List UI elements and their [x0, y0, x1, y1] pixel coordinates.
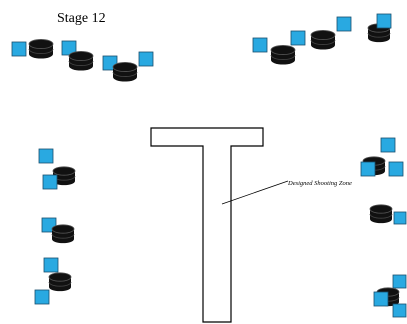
black-drum-icon	[48, 272, 72, 292]
black-drum-icon	[51, 224, 75, 244]
black-drum-icon	[270, 45, 296, 65]
light-blue-square-icon	[290, 30, 306, 46]
black-drum-icon	[28, 39, 54, 59]
light-blue-square-icon	[42, 174, 58, 190]
light-blue-square-icon	[138, 51, 154, 67]
black-drum-icon	[112, 62, 138, 82]
light-blue-square-icon	[392, 274, 407, 289]
light-blue-square-icon	[11, 41, 27, 57]
label-leader-line	[221, 180, 289, 205]
t-shaped-structure	[150, 127, 264, 323]
light-blue-square-icon	[336, 16, 352, 32]
light-blue-square-icon	[388, 161, 404, 177]
structure-label: Designed Shooting Zone	[287, 180, 352, 187]
light-blue-square-icon	[360, 161, 376, 177]
light-blue-square-icon	[376, 13, 392, 29]
light-blue-square-icon	[252, 37, 268, 53]
black-drum-icon	[369, 204, 393, 224]
stage-title: Stage 12	[57, 11, 106, 26]
light-blue-square-icon	[38, 148, 54, 164]
light-blue-square-icon	[43, 257, 59, 273]
props-layer	[11, 13, 407, 318]
light-blue-square-icon	[34, 289, 50, 305]
light-blue-square-icon	[380, 137, 396, 153]
black-drum-icon	[52, 166, 76, 186]
black-drum-icon	[310, 30, 336, 50]
light-blue-square-icon	[373, 291, 389, 307]
light-blue-square-icon	[393, 211, 407, 225]
black-drum-icon	[68, 51, 94, 71]
light-blue-square-icon	[392, 303, 407, 318]
